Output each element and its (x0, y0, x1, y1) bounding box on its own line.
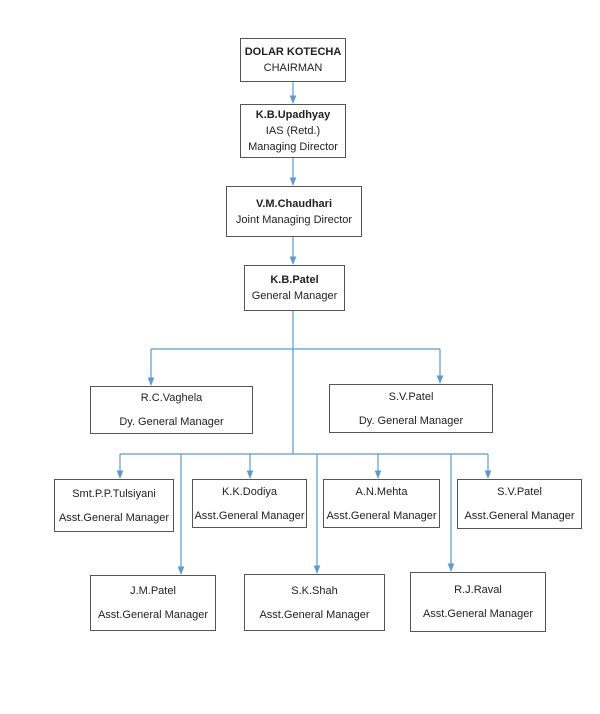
agm1-title: Asst.General Manager (58, 511, 170, 524)
agm5-name: J.M.Patel (130, 585, 176, 597)
agm3-name: A.N.Mehta (355, 485, 408, 498)
agm2-title: Asst.General Manager (194, 509, 305, 522)
node-managing-director: K.B.Upadhyay IAS (Retd.) Managing Direct… (240, 104, 346, 158)
node-dgm-sv-patel: S.V.Patel Dy. General Manager (329, 384, 493, 433)
gm-name: K.B.Patel (270, 274, 319, 286)
agm6-name: S.K.Shah (291, 584, 338, 597)
md-qualification: IAS (Retd.) (265, 125, 321, 137)
jmd-title: Joint Managing Director (235, 213, 353, 226)
node-dgm-rc-vaghela: R.C.Vaghela Dy. General Manager (90, 386, 253, 434)
node-agm-sk-shah: S.K.Shah Asst.General Manager (244, 574, 385, 631)
node-agm-an-mehta: A.N.Mehta Asst.General Manager (323, 479, 440, 528)
node-agm-kk-dodiya: K.K.Dodiya Asst.General Manager (192, 479, 307, 528)
chairman-name: DOLAR KOTECHA (244, 46, 342, 58)
gm-title: General Manager (251, 290, 338, 302)
agm6-title: Asst.General Manager (259, 608, 370, 621)
node-agm-sv-patel: S.V.Patel Asst.General Manager (457, 479, 582, 529)
node-agm-rj-raval: R.J.Raval Asst.General Manager (410, 572, 546, 632)
node-chairman: DOLAR KOTECHA CHAIRMAN (240, 38, 346, 82)
dgm2-title: Dy. General Manager (358, 414, 464, 427)
jmd-name: V.M.Chaudhari (256, 197, 332, 210)
md-name: K.B.Upadhyay (255, 109, 331, 121)
agm4-name: S.V.Patel (497, 486, 542, 498)
chairman-title: CHAIRMAN (263, 62, 323, 74)
node-agm-jm-patel: J.M.Patel Asst.General Manager (90, 575, 216, 631)
dgm2-name: S.V.Patel (388, 390, 434, 403)
agm7-name: R.J.Raval (454, 584, 502, 596)
md-title: Managing Director (248, 141, 338, 153)
agm1-name: Smt.P.P.Tulsiyani (72, 487, 156, 500)
agm2-name: K.K.Dodiya (221, 485, 278, 498)
node-agm-pp-tulsiyani: Smt.P.P.Tulsiyani Asst.General Manager (54, 479, 174, 532)
agm7-title: Asst.General Manager (422, 608, 534, 620)
dgm1-title: Dy. General Manager (119, 416, 224, 428)
agm5-title: Asst.General Manager (97, 609, 209, 621)
dgm1-name: R.C.Vaghela (140, 392, 203, 404)
agm4-title: Asst.General Manager (464, 510, 575, 522)
agm3-title: Asst.General Manager (326, 509, 437, 522)
node-joint-managing-director: V.M.Chaudhari Joint Managing Director (226, 186, 362, 237)
node-general-manager: K.B.Patel General Manager (244, 265, 345, 311)
